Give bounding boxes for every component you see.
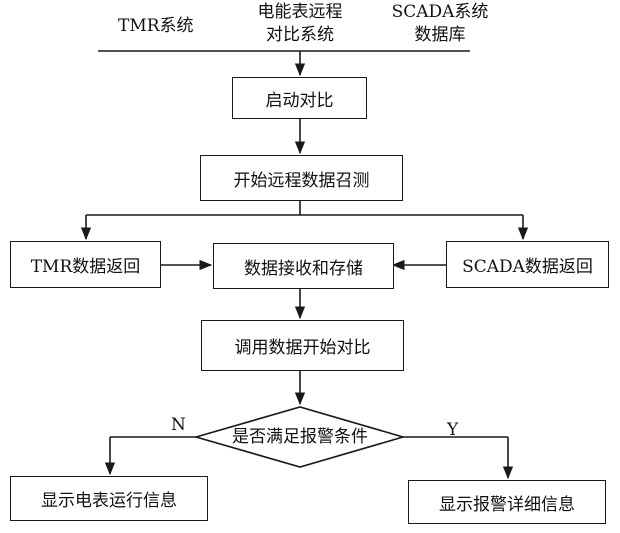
node-scada-return: SCADA数据返回 xyxy=(446,241,609,288)
branch-no-label: N xyxy=(171,415,186,435)
node-compare: 调用数据开始对比 xyxy=(201,320,404,371)
decision-diamond xyxy=(193,406,406,468)
header-tmr: TMR系统 xyxy=(118,16,194,36)
node-remote-call: 开始远程数据召测 xyxy=(200,155,403,201)
header-meter-line2: 对比系统 xyxy=(266,25,334,45)
node-show-meter: 显示电表运行信息 xyxy=(10,476,208,521)
header-scada-line2: 数据库 xyxy=(414,25,466,45)
branch-yes-label: Y xyxy=(447,420,459,440)
node-start: 启动对比 xyxy=(232,77,367,119)
header-scada-database: SCADA系统 数据库 xyxy=(370,2,510,45)
header-meter-system: 电能表远程 对比系统 xyxy=(245,2,355,45)
node-show-alarm: 显示报警详细信息 xyxy=(408,480,606,524)
header-scada-line1: SCADA系统 xyxy=(391,2,489,22)
node-tmr-return: TMR数据返回 xyxy=(10,241,161,288)
header-meter-line1: 电能表远程 xyxy=(257,2,343,22)
decision-label: 是否满足报警条件 xyxy=(232,427,368,447)
node-receive-store: 数据接收和存储 xyxy=(213,243,394,289)
